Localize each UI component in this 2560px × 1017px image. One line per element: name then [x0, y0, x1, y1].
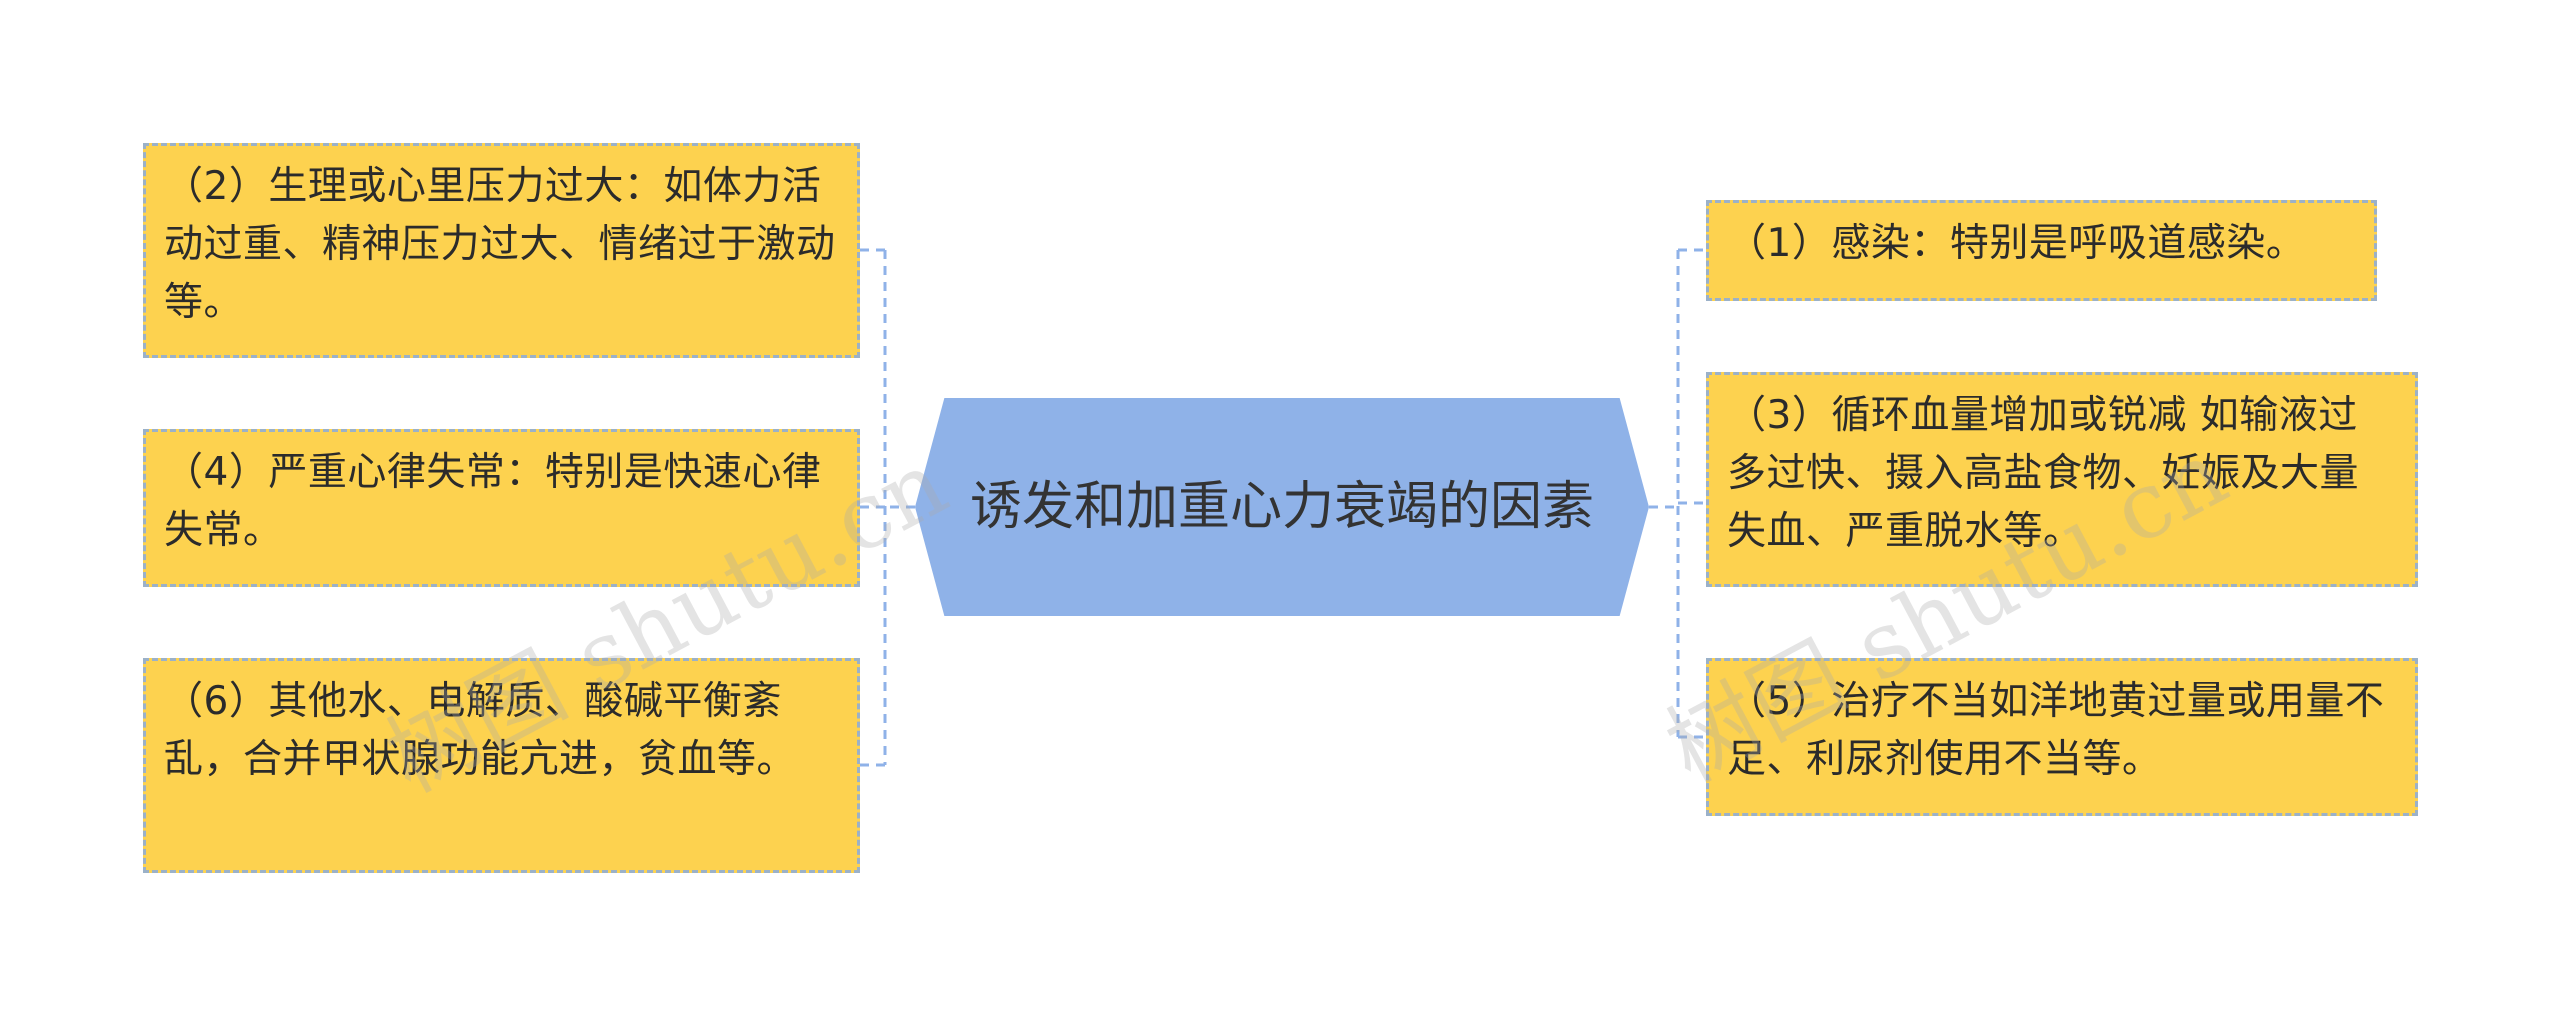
- node-left-2[interactable]: （4）严重心律失常：特别是快速心律失常。: [143, 429, 860, 587]
- node-left-1-text: （2）生理或心里压力过大：如体力活动过重、精神压力过大、情绪过于激动等。: [164, 164, 836, 325]
- node-left-3[interactable]: （6）其他水、电解质、酸碱平衡紊乱，合并甲状腺功能亢进，贫血等。: [143, 658, 860, 873]
- node-right-3[interactable]: （5）治疗不当如洋地黄过量或用量不足、利尿剂使用不当等。: [1706, 658, 2418, 816]
- node-right-1[interactable]: （1）感染：特别是呼吸道感染。: [1706, 200, 2377, 301]
- center-topic-text: 诱发和加重心力衰竭的因素: [969, 477, 1594, 537]
- node-left-2-text: （4）严重心律失常：特别是快速心律失常。: [164, 450, 822, 553]
- node-right-1-text: （1）感染：特别是呼吸道感染。: [1727, 221, 2306, 266]
- center-topic[interactable]: 诱发和加重心力衰竭的因素: [915, 398, 1649, 616]
- node-left-3-text: （6）其他水、电解质、酸碱平衡紊乱，合并甲状腺功能亢进，贫血等。: [164, 679, 797, 782]
- node-left-1[interactable]: （2）生理或心里压力过大：如体力活动过重、精神压力过大、情绪过于激动等。: [143, 143, 860, 358]
- node-right-2-text: （3）循环血量增加或锐减 如输液过多过快、摄入高盐食物、妊娠及大量失血、严重脱水…: [1727, 393, 2360, 554]
- node-right-3-text: （5）治疗不当如洋地黄过量或用量不足、利尿剂使用不当等。: [1727, 679, 2385, 782]
- node-right-2[interactable]: （3）循环血量增加或锐减 如输液过多过快、摄入高盐食物、妊娠及大量失血、严重脱水…: [1706, 372, 2418, 587]
